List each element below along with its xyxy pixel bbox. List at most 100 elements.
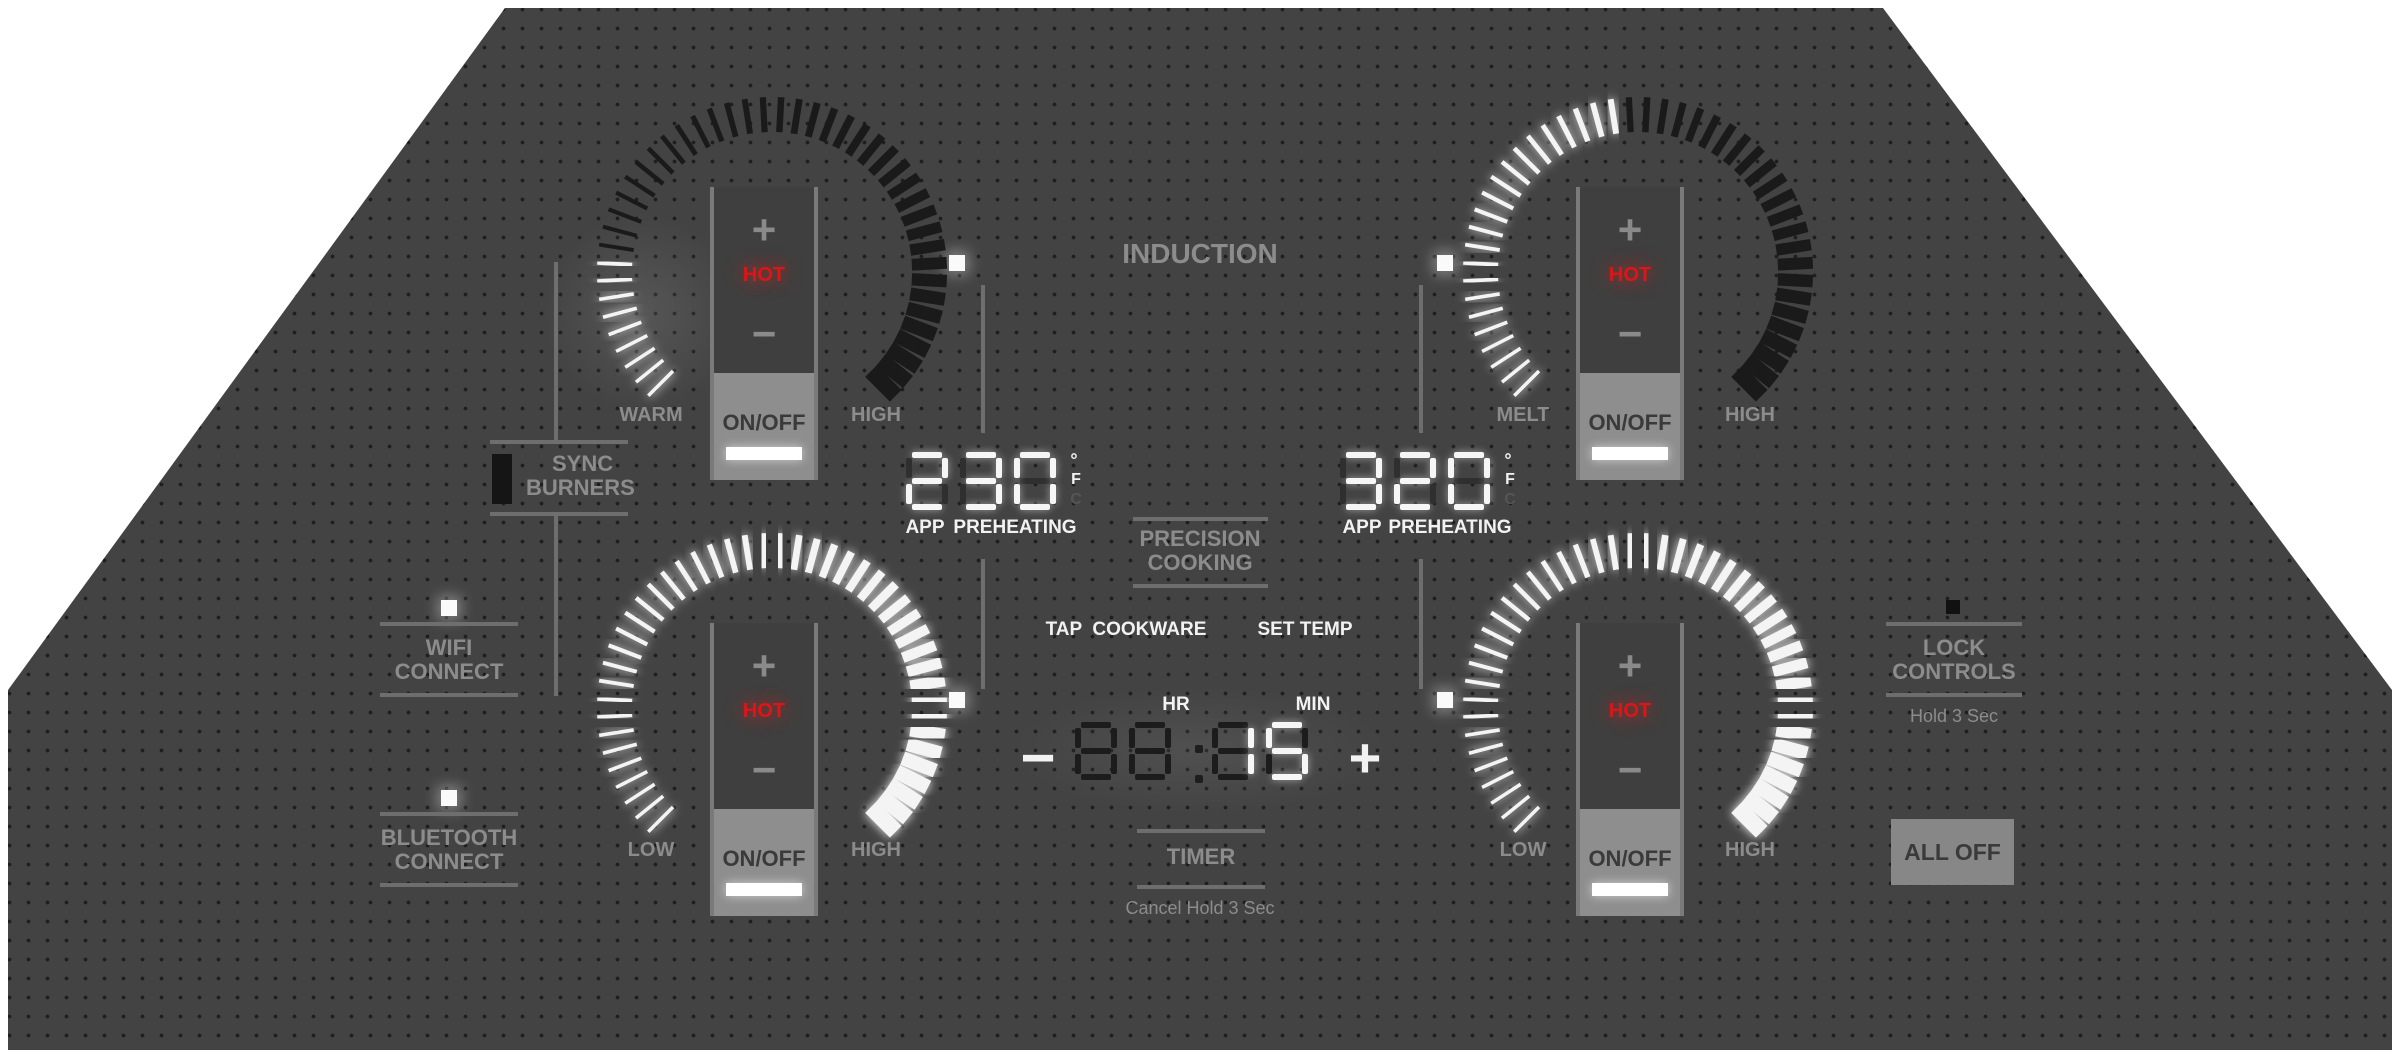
- minus-button[interactable]: −: [1617, 746, 1643, 793]
- power-level-tick[interactable]: [1540, 123, 1564, 156]
- timer-plus-button[interactable]: +: [1348, 726, 1382, 789]
- power-level-tick[interactable]: [634, 358, 665, 384]
- power-level-tick[interactable]: [905, 737, 943, 760]
- power-level-tick[interactable]: [607, 320, 642, 337]
- power-level-tick[interactable]: [646, 146, 675, 175]
- power-level-tick[interactable]: [674, 123, 698, 156]
- power-level-tick[interactable]: [1513, 805, 1541, 833]
- minus-button[interactable]: −: [751, 310, 777, 357]
- power-level-tick[interactable]: [1731, 365, 1768, 402]
- power-level-tick[interactable]: [1540, 559, 1564, 592]
- power-level-tick[interactable]: [598, 728, 635, 738]
- power-level-tick[interactable]: [1468, 224, 1504, 238]
- power-level-tick[interactable]: [1468, 660, 1504, 674]
- lock-controls-button[interactable]: LOCK CONTROLS: [1886, 628, 2022, 692]
- power-level-tick[interactable]: [1490, 174, 1522, 198]
- power-level-tick[interactable]: [624, 610, 656, 634]
- power-level-tick[interactable]: [1481, 190, 1515, 211]
- power-level-tick[interactable]: [706, 543, 725, 579]
- power-level-tick[interactable]: [905, 221, 943, 242]
- power-level-tick[interactable]: [1500, 794, 1531, 820]
- power-level-tick[interactable]: [909, 287, 946, 306]
- power-level-tick[interactable]: [1589, 102, 1605, 138]
- power-level-tick[interactable]: [647, 805, 675, 833]
- power-level-tick[interactable]: [1572, 543, 1591, 579]
- power-level-tick[interactable]: [900, 204, 938, 227]
- power-arc[interactable]: [1438, 508, 1838, 908]
- power-level-tick[interactable]: [646, 582, 675, 611]
- power-level-tick[interactable]: [690, 550, 711, 585]
- power-level-tick[interactable]: [615, 769, 649, 790]
- power-level-tick[interactable]: [886, 172, 922, 200]
- power-level-tick[interactable]: [1463, 713, 1499, 720]
- power-level-tick[interactable]: [624, 174, 656, 198]
- power-level-tick[interactable]: [1775, 674, 1812, 692]
- power-level-tick[interactable]: [1513, 369, 1541, 397]
- power-level-tick[interactable]: [1464, 292, 1501, 302]
- power-level-tick[interactable]: [1771, 221, 1809, 242]
- power-level-tick[interactable]: [911, 709, 948, 724]
- all-off-button[interactable]: ALL OFF: [1891, 819, 2014, 885]
- power-level-tick[interactable]: [905, 301, 943, 324]
- power-level-tick[interactable]: [1473, 207, 1509, 224]
- on-off-button[interactable]: ON/OFF: [1588, 410, 1672, 435]
- power-level-tick[interactable]: [1710, 559, 1737, 593]
- power-level-tick[interactable]: [1760, 188, 1797, 213]
- power-level-tick[interactable]: [790, 534, 803, 571]
- power-level-tick[interactable]: [1684, 543, 1705, 579]
- power-level-tick[interactable]: [1525, 570, 1552, 601]
- power-level-tick[interactable]: [875, 789, 913, 825]
- power-level-tick[interactable]: [659, 570, 686, 601]
- power-level-tick[interactable]: [1473, 643, 1509, 660]
- power-level-tick[interactable]: [1759, 765, 1798, 794]
- power-level-tick[interactable]: [1464, 728, 1501, 738]
- power-level-tick[interactable]: [894, 624, 931, 649]
- power-level-tick[interactable]: [776, 533, 785, 569]
- power-level-tick[interactable]: [1500, 596, 1531, 622]
- power-level-tick[interactable]: [1777, 692, 1814, 707]
- power-level-tick[interactable]: [885, 341, 923, 374]
- power-level-tick[interactable]: [1642, 97, 1651, 133]
- power-level-tick[interactable]: [615, 626, 649, 647]
- power-level-tick[interactable]: [1733, 581, 1765, 613]
- power-level-tick[interactable]: [1733, 145, 1765, 177]
- power-level-tick[interactable]: [634, 794, 665, 820]
- power-level-tick[interactable]: [602, 660, 638, 674]
- power-level-tick[interactable]: [865, 365, 902, 402]
- power-level-tick[interactable]: [1670, 102, 1687, 138]
- power-level-tick[interactable]: [832, 114, 855, 150]
- power-level-tick[interactable]: [598, 242, 635, 253]
- power-level-tick[interactable]: [597, 277, 633, 284]
- power-level-tick[interactable]: [1741, 789, 1779, 825]
- power-level-tick[interactable]: [1500, 160, 1531, 186]
- power-level-tick[interactable]: [1463, 260, 1499, 267]
- timer-button[interactable]: TIMER: [1166, 844, 1236, 869]
- power-level-tick[interactable]: [905, 657, 943, 678]
- power-level-tick[interactable]: [1589, 538, 1605, 574]
- plus-button[interactable]: +: [751, 642, 777, 689]
- power-level-tick[interactable]: [1752, 172, 1788, 200]
- power-level-tick[interactable]: [894, 188, 931, 213]
- on-off-button[interactable]: ON/OFF: [1588, 846, 1672, 871]
- power-level-tick[interactable]: [911, 273, 948, 288]
- on-off-button[interactable]: ON/OFF: [722, 846, 806, 871]
- power-level-tick[interactable]: [886, 608, 922, 636]
- power-level-tick[interactable]: [865, 801, 902, 838]
- power-level-tick[interactable]: [624, 346, 656, 369]
- power-level-tick[interactable]: [1771, 737, 1809, 760]
- power-level-tick[interactable]: [867, 145, 899, 177]
- power-level-tick[interactable]: [706, 107, 725, 143]
- power-level-tick[interactable]: [1500, 358, 1531, 384]
- power-level-tick[interactable]: [877, 158, 911, 188]
- power-level-tick[interactable]: [1512, 146, 1541, 175]
- power-level-tick[interactable]: [597, 260, 633, 267]
- power-level-tick[interactable]: [1751, 341, 1789, 374]
- power-level-tick[interactable]: [790, 98, 803, 135]
- power-level-tick[interactable]: [1698, 550, 1721, 586]
- power-level-tick[interactable]: [1777, 709, 1814, 724]
- power-level-tick[interactable]: [893, 329, 932, 358]
- power-level-tick[interactable]: [911, 692, 948, 707]
- power-level-tick[interactable]: [844, 123, 871, 157]
- power-level-tick[interactable]: [832, 550, 855, 586]
- power-level-tick[interactable]: [597, 696, 633, 703]
